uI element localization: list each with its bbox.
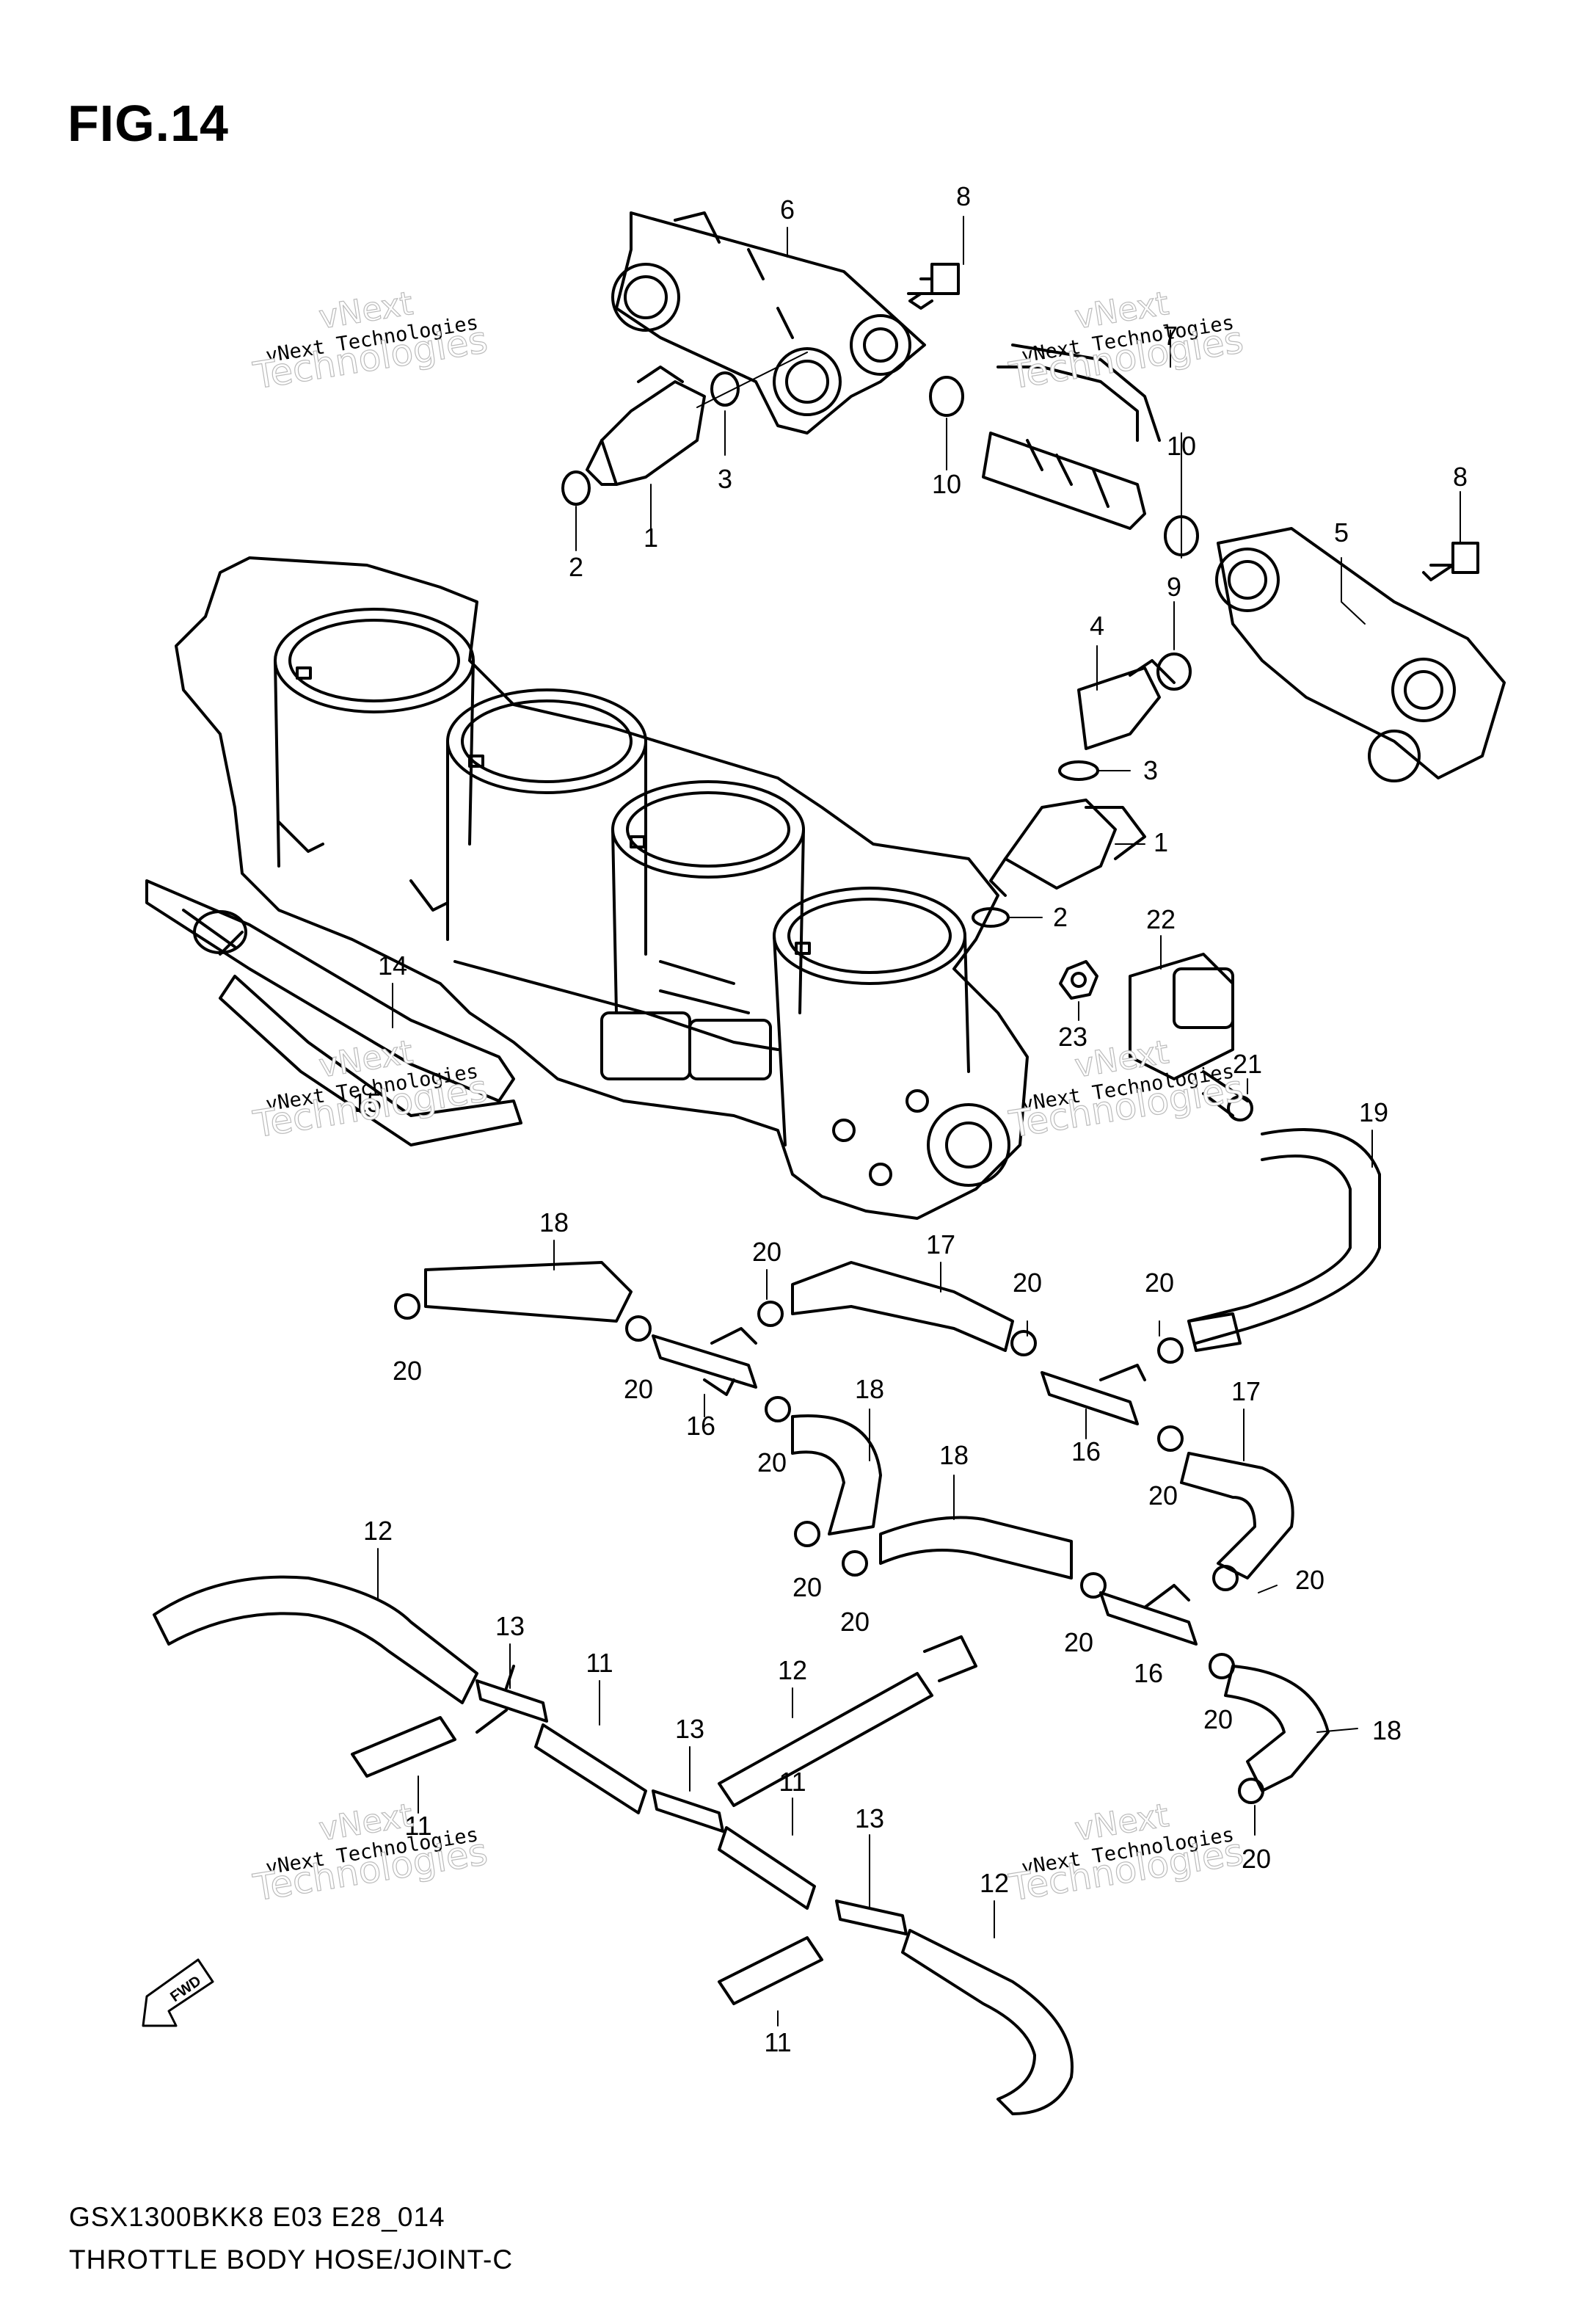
hose-11-left: [351, 1716, 456, 1778]
o-ring-3-right: [1058, 760, 1099, 781]
label-5: 5: [1334, 517, 1349, 548]
hose-19: [1187, 1128, 1381, 1345]
label-11-d: 11: [764, 2027, 791, 2057]
label-18-c: 18: [939, 1440, 969, 1470]
delivery-pipe-right: [1215, 527, 1506, 782]
caption-description: THROTTLE BODY HOSE/JOINT-C: [69, 2244, 514, 2275]
hose-11-bottom: [718, 1936, 823, 2005]
label-14: 14: [378, 950, 407, 981]
label-18-d: 18: [1372, 1715, 1402, 1745]
label-11-a: 11: [586, 1648, 613, 1678]
label-3-right: 3: [1143, 755, 1158, 785]
label-1-upper: 1: [644, 523, 658, 553]
clamp-21: [1227, 1095, 1253, 1122]
label-16-a: 16: [686, 1411, 715, 1441]
label-13-b: 13: [675, 1714, 704, 1744]
hose-12-right: [901, 1929, 1074, 2115]
label-8-lower: 8: [1453, 462, 1468, 492]
hose-14: [145, 879, 515, 1102]
label-1-right: 1: [1154, 827, 1168, 857]
label-20-b: 20: [1013, 1268, 1042, 1298]
label-20-h: 20: [792, 1572, 822, 1602]
label-16-c: 16: [1134, 1658, 1163, 1688]
label-20-l: 20: [1203, 1704, 1233, 1734]
hose-18-lower: [1224, 1665, 1330, 1792]
label-20-g: 20: [1148, 1480, 1178, 1511]
hose-15: [219, 975, 522, 1146]
label-13-a: 13: [495, 1611, 525, 1641]
connector-4: [1077, 659, 1176, 750]
hose-18-middle: [879, 1516, 1073, 1579]
hose-11-lower: [718, 1826, 816, 1910]
label-20-k: 20: [1295, 1565, 1324, 1595]
hose-18-mid-left: [791, 1414, 882, 1535]
label-20-c: 20: [1145, 1268, 1174, 1298]
label-20-a: 20: [752, 1237, 781, 1267]
delivery-pipe-left: [611, 211, 926, 435]
label-16-b: 16: [1071, 1436, 1101, 1466]
label-4: 4: [1090, 611, 1104, 641]
label-20-i: 20: [840, 1607, 870, 1637]
hose-17-right: [1180, 1452, 1294, 1579]
label-12-c: 12: [980, 1868, 1009, 1898]
label-18-a: 18: [539, 1207, 569, 1237]
joint-16-left: [652, 1327, 757, 1396]
label-18-b: 18: [855, 1374, 884, 1404]
label-23: 23: [1058, 1022, 1087, 1052]
joint-13-left: [475, 1665, 548, 1734]
o-ring-2-upper: [561, 470, 591, 506]
clamps-20: [394, 1293, 1264, 1804]
label-12-a: 12: [363, 1516, 393, 1546]
label-22: 22: [1146, 904, 1176, 934]
o-ring-10-upper: [929, 376, 964, 417]
fuel-joint: [982, 343, 1161, 530]
o-ring-9: [1156, 652, 1192, 691]
nut-23: [1059, 960, 1098, 1000]
label-20-f: 20: [757, 1447, 787, 1477]
label-13-c: 13: [855, 1803, 884, 1833]
hose-12-mid: [718, 1672, 933, 1807]
o-ring-3-upper: [710, 371, 740, 407]
label-20-e: 20: [624, 1374, 653, 1404]
figure-title: FIG.14: [68, 95, 229, 152]
joint-16-lower: [1099, 1584, 1198, 1646]
label-20-m: 20: [1242, 1844, 1271, 1874]
label-7: 7: [1163, 321, 1178, 351]
label-2-right: 2: [1053, 902, 1068, 932]
label-8-upper: 8: [956, 181, 971, 211]
label-20-j: 20: [1064, 1627, 1093, 1657]
label-2-upper: 2: [569, 552, 583, 582]
label-11-c: 11: [779, 1767, 806, 1797]
label-6: 6: [780, 195, 795, 225]
label-9: 9: [1167, 572, 1181, 602]
label-20-d: 20: [393, 1356, 422, 1386]
hose-12-left: [153, 1575, 478, 1704]
label-3-upper: 3: [718, 464, 732, 494]
label-21: 21: [1233, 1049, 1262, 1079]
hose-18-top: [424, 1261, 633, 1323]
throttle-body: [175, 556, 1029, 1220]
label-19: 19: [1359, 1097, 1388, 1127]
label-12-b: 12: [778, 1655, 807, 1685]
caption-model-code: GSX1300BKK8 E03 E28_014: [69, 2202, 445, 2232]
bolt-lower: [1422, 542, 1479, 581]
bolt-upper: [907, 263, 960, 310]
joint-13-mid: [652, 1789, 724, 1833]
fuel-injector-right: [989, 799, 1146, 897]
label-17-a: 17: [926, 1229, 955, 1259]
label-11-b: 11: [404, 1811, 431, 1841]
fwd-arrow: [142, 1958, 214, 2027]
joint-13-lower: [835, 1900, 908, 1935]
hose-17-top: [791, 1261, 1014, 1352]
label-17-b: 17: [1231, 1376, 1261, 1406]
fuel-injector-upper: [586, 366, 706, 486]
joint-16-right: [1041, 1364, 1146, 1425]
label-15: 15: [352, 1088, 382, 1118]
hose-11-mid: [534, 1723, 647, 1814]
label-10-right: 10: [1167, 431, 1196, 461]
label-10-upper: 10: [932, 469, 961, 499]
